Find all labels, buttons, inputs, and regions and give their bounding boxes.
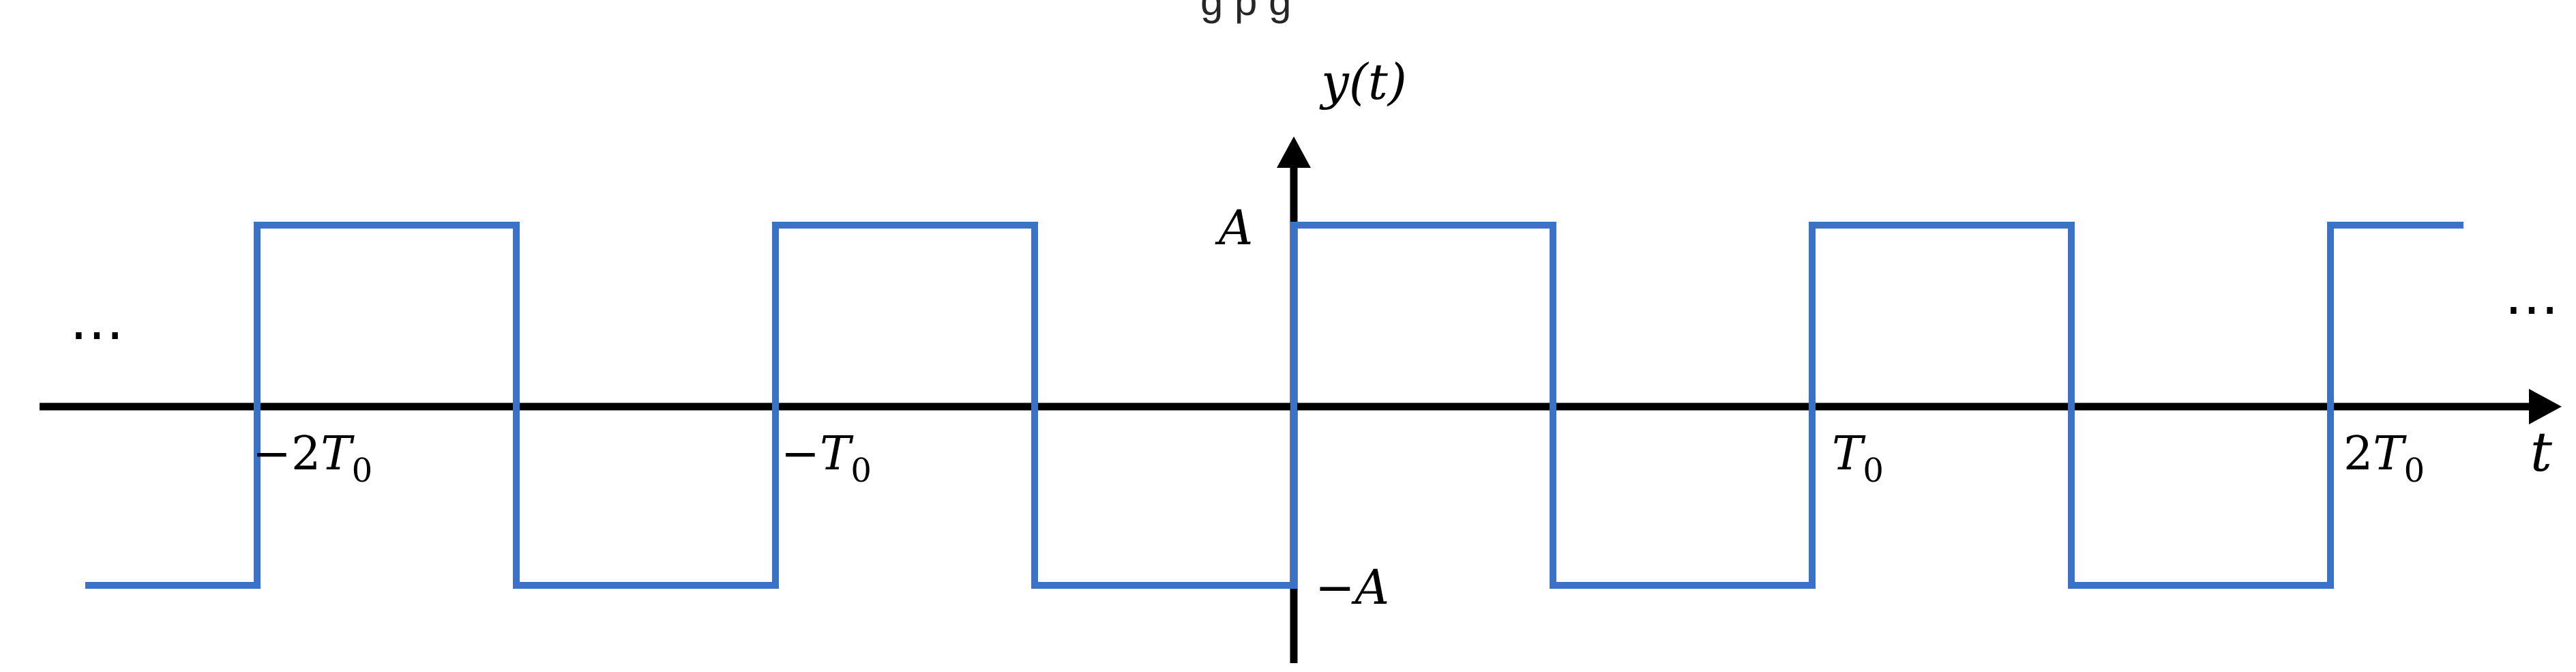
tick-label-T0: T0 — [1832, 427, 1884, 490]
tick-coef: 2 — [291, 427, 321, 481]
y-axis-label-text: y(t) — [1319, 53, 1407, 111]
y-axis-label: y(t) — [1319, 53, 1407, 111]
t-axis-arrowhead — [2529, 389, 2562, 424]
tick-label-minus-2T0: −2T0 — [252, 427, 372, 490]
tick-subscript: 0 — [1863, 452, 1884, 490]
continuation-left: … — [70, 289, 124, 352]
tick-subscript: 0 — [352, 452, 373, 490]
clipped-heading: g p g — [1200, 0, 1291, 24]
tick-label-minus-T0: −T0 — [781, 427, 872, 490]
amplitude-negative-label: −A — [1315, 559, 1389, 615]
tick-sign: − — [252, 427, 291, 481]
tick-sign: − — [781, 427, 820, 481]
tick-coef: 2 — [2343, 427, 2373, 481]
t-axis-label: t — [2530, 420, 2553, 484]
tick-subscript: 0 — [850, 452, 872, 490]
tick-var: T — [321, 427, 355, 481]
y-axis-arrowhead — [1277, 136, 1311, 168]
tick-subscript: 0 — [2404, 452, 2425, 490]
square-wave-signal — [85, 222, 2463, 589]
tick-var: T — [820, 427, 854, 481]
tick-var: T — [1832, 427, 1866, 481]
tick-label-2T0: 2T0 — [2343, 427, 2425, 490]
amplitude-positive-label: A — [1215, 200, 1254, 256]
continuation-right: … — [2504, 263, 2559, 327]
tick-var: T — [2373, 427, 2407, 481]
